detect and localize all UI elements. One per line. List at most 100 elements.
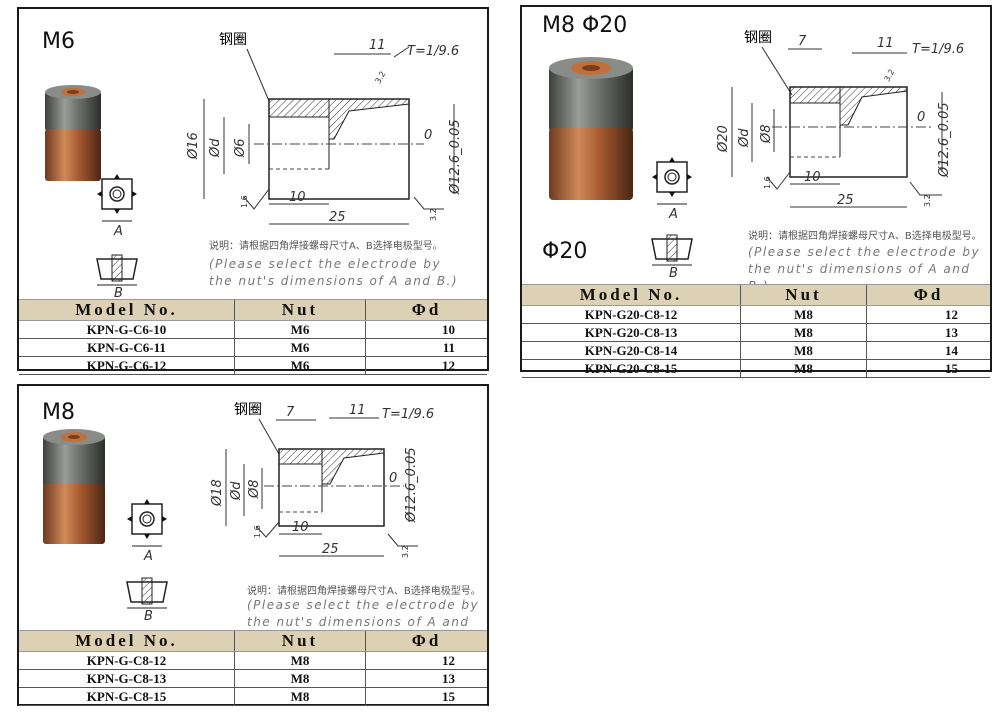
table-row: KPN-G-C8-13 M8 13 <box>19 669 487 688</box>
panel-m8-phi20: M8 Φ20 Φ20 A B 钢圈 7 11 T=1/9.6 3.2 <box>520 5 992 378</box>
cell-model: KPN-G20-C8-12 <box>522 305 741 324</box>
dim-total-len: 25 <box>329 210 346 225</box>
cell-model: KPN-G-C8-13 <box>19 669 235 688</box>
surf-right: 3.2 <box>401 545 410 558</box>
panel-m8: M8 A B 钢圈 7 11 T=1/9.6 0 <box>17 384 489 706</box>
spec-table: Model No. Nut Φd KPN-G-C6-10 M6 10 KPN-G… <box>19 299 487 375</box>
dim-taper-len: 11 <box>877 36 894 51</box>
dim-phi-d: Ød <box>229 481 244 501</box>
cell-phi-d: 15 <box>365 687 487 706</box>
cell-phi-d: 15 <box>866 359 990 378</box>
note-en-line1: (Please select the electrode by <box>209 257 442 271</box>
dim-tol: Ø12.6_0.05 <box>448 119 463 195</box>
dim-zero: 0 <box>917 110 925 125</box>
cell-model: KPN-G-C8-12 <box>19 651 235 670</box>
electrode-photo <box>43 429 105 544</box>
nut-side-view: B <box>126 577 168 622</box>
cell-phi-d: 13 <box>866 323 990 342</box>
table-row: KPN-G-C6-12 M6 12 <box>19 356 487 375</box>
panel-subtitle: Φ20 <box>542 239 588 264</box>
header-nut: Nut <box>740 284 867 306</box>
spec-table: Model No. Nut Φd KPN-G-C8-12 M8 12 KPN-G… <box>19 630 487 706</box>
panel-m6: M6 A B 钢圈 11 T=1/9.6 3.2 0 <box>17 7 489 375</box>
dim-tol: Ø12.6_0.05 <box>404 447 419 523</box>
dim-taper-len: 11 <box>369 38 386 53</box>
table-row: KPN-G-C8-15 M8 15 <box>19 687 487 706</box>
dim-phi-inner: Ø6 <box>233 138 248 158</box>
dim-zero: 0 <box>389 471 397 486</box>
surf-top: 3.2 <box>373 70 387 86</box>
ring-label: 钢圈 <box>744 30 772 46</box>
nut-label-a: A <box>113 224 123 239</box>
cell-model: KPN-G20-C8-14 <box>522 341 741 360</box>
ring-label: 钢圈 <box>234 402 262 418</box>
cell-phi-d: 12 <box>365 651 487 670</box>
note-cn: 说明：请根据四角焊接螺母尺寸A、B选择电极型号。 <box>748 231 982 242</box>
cell-nut: M8 <box>740 359 867 378</box>
dim-total-len: 25 <box>837 193 854 208</box>
surf-small: 1.6 <box>240 195 249 208</box>
header-model: Model No. <box>19 630 235 652</box>
header-phi-d: Φd <box>365 299 487 321</box>
note-en-line1: (Please select the electrode by <box>247 598 480 612</box>
cell-nut: M8 <box>234 651 366 670</box>
table-row: KPN-G20-C8-13 M8 13 <box>522 323 990 342</box>
note-en: (Please select the electrode by the nut'… <box>748 244 990 295</box>
dim-taper: T=1/9.6 <box>382 407 434 422</box>
table-row: KPN-G20-C8-15 M8 15 <box>522 359 990 378</box>
header-model: Model No. <box>522 284 741 306</box>
note-cn: 说明：请根据四角焊接螺母尺寸A、B选择电极型号。 <box>247 586 481 597</box>
note-en-line1: (Please select the electrode by <box>748 245 981 259</box>
dim-bore-len: 10 <box>292 520 309 535</box>
cell-model: KPN-G-C6-10 <box>19 320 235 339</box>
dim-phi-outer: Ø16 <box>186 132 201 160</box>
dim-ring-len: 7 <box>286 405 295 420</box>
nut-label-a: A <box>143 549 153 564</box>
dim-total-len: 25 <box>322 542 339 557</box>
dim-taper: T=1/9.6 <box>407 44 459 59</box>
dim-bore-len: 10 <box>804 170 821 185</box>
surf-small: 1.6 <box>763 176 772 189</box>
cell-phi-d: 13 <box>365 669 487 688</box>
panel-title: M8 Φ20 <box>542 13 628 38</box>
panel-title: M6 <box>42 29 75 54</box>
cell-phi-d: 12 <box>866 305 990 324</box>
nut-label-a: A <box>668 207 678 222</box>
cell-nut: M8 <box>740 341 867 360</box>
spec-table: Model No. Nut Φd KPN-G20-C8-12 M8 12 KPN… <box>522 284 990 378</box>
dim-phi-outer: Ø18 <box>210 479 225 507</box>
nut-side-view: B <box>96 254 138 299</box>
header-nut: Nut <box>234 630 366 652</box>
nut-label-b: B <box>669 266 678 279</box>
surf-right: 3.2 <box>923 194 932 207</box>
surf-top: 3.2 <box>882 68 896 84</box>
nut-label-b: B <box>114 286 123 299</box>
technical-drawing: 钢圈 7 11 T=1/9.6 0 Ø18 Ød Ø8 Ø12.6_0.05 1… <box>210 402 434 558</box>
header-model: Model No. <box>19 299 235 321</box>
dim-phi-inner: Ø8 <box>247 479 262 499</box>
cell-phi-d: 11 <box>365 338 487 357</box>
table-row: KPN-G20-C8-12 M8 12 <box>522 305 990 324</box>
table-row: KPN-G-C6-10 M6 10 <box>19 320 487 339</box>
electrode-photo <box>549 57 633 200</box>
cell-nut: M6 <box>234 356 366 375</box>
cell-nut: M8 <box>740 305 867 324</box>
cell-phi-d: 10 <box>365 320 487 339</box>
table-row: KPN-G-C6-11 M6 11 <box>19 338 487 357</box>
nut-label-b: B <box>144 609 153 622</box>
technical-drawing: 钢圈 7 11 T=1/9.6 3.2 0 Ø20 Ød Ø8 Ø12.6_0.… <box>716 30 964 208</box>
cell-model: KPN-G20-C8-13 <box>522 323 741 342</box>
ring-label: 钢圈 <box>219 32 247 48</box>
surf-small: 1.6 <box>253 525 262 538</box>
dim-zero: 0 <box>424 128 432 143</box>
cell-model: KPN-G-C6-12 <box>19 356 235 375</box>
electrode-photo <box>45 85 101 181</box>
dim-phi-d: Ød <box>208 138 223 158</box>
table-row: KPN-G20-C8-14 M8 14 <box>522 341 990 360</box>
dim-bore-len: 10 <box>289 190 306 205</box>
dim-phi-d: Ød <box>737 128 752 148</box>
table-row: KPN-G-C8-12 M8 12 <box>19 651 487 670</box>
cell-nut: M8 <box>740 323 867 342</box>
cell-nut: M6 <box>234 338 366 357</box>
cell-phi-d: 12 <box>365 356 487 375</box>
